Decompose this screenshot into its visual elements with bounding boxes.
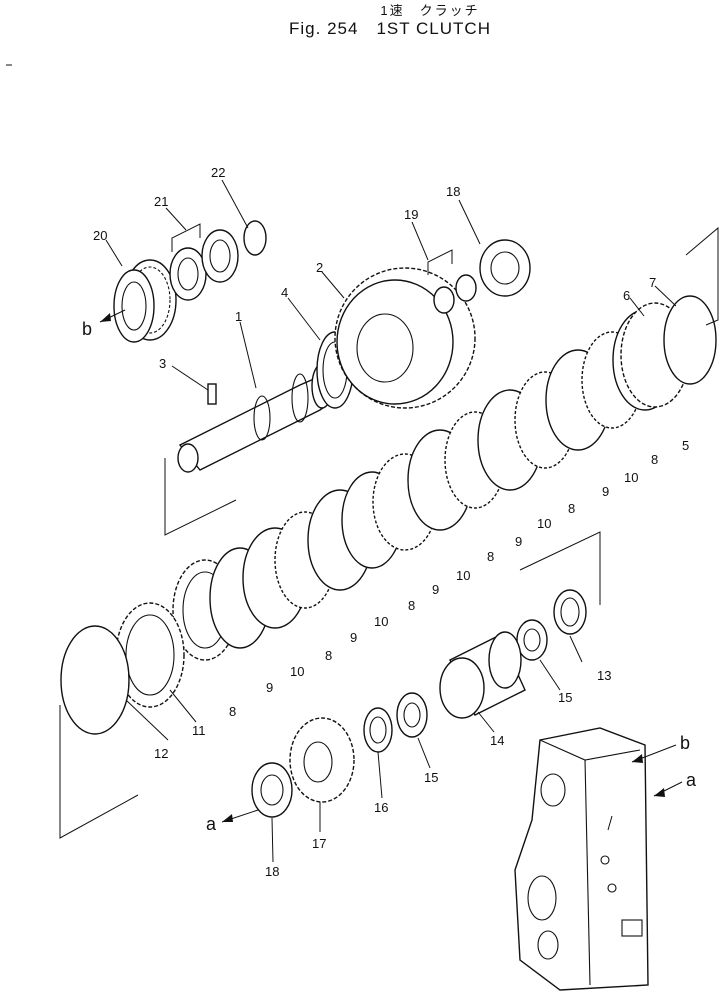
part-22-snap-ring [243,220,267,256]
part-1-shaft [177,363,341,473]
label-16: 16 [374,800,388,815]
arrow-label-a-bearing: a [206,814,217,834]
label-4: 4 [281,285,288,300]
clutch-plates-stack [172,309,678,661]
label-8-6: 8 [229,704,236,719]
label-10-4: 10 [374,614,388,629]
label-12: 12 [154,746,168,761]
arrow-label-b-shaft: b [82,319,92,339]
part-7-snap-ring [663,295,717,385]
part-17-gear [289,717,355,803]
group-bracket-lines [59,223,719,839]
arrow-b-housing [631,744,677,763]
arrow-a-bearing [221,809,259,823]
label-8-1: 8 [651,452,658,467]
part-18-bearing-top [479,239,531,297]
part-labels: 22 21 20 18 19 2 4 1 3 6 7 5 8 10 9 8 10… [82,165,697,879]
label-18-bottom: 18 [265,864,279,879]
label-20: 20 [93,228,107,243]
label-11: 11 [192,723,206,738]
label-9-4: 9 [350,630,357,645]
label-19: 19 [404,207,418,222]
label-9-5: 9 [266,680,273,695]
label-13: 13 [597,668,611,683]
transmission-housing [514,727,649,991]
part-16-washer [363,707,393,753]
label-1: 1 [235,309,242,324]
label-10-5: 10 [290,664,304,679]
part-12-snap-ring [60,625,130,735]
part-18-bearing-bottom [251,762,293,818]
label-8-2: 8 [568,501,575,516]
label-9-1: 9 [602,484,609,499]
part-15-bearing-upper [516,619,548,661]
label-17: 17 [312,836,326,851]
label-10-1: 10 [624,470,638,485]
part-15-bearing-lower [396,692,428,738]
label-10-3: 10 [456,568,470,583]
label-8-3: 8 [487,549,494,564]
part-3-pin [207,383,217,405]
japanese-title: 1速 クラッチ [380,3,480,18]
label-2: 2 [316,260,323,275]
label-7: 7 [649,275,656,290]
label-9-2: 9 [515,534,522,549]
part-2-clutch-hub [334,267,476,409]
label-15-lower: 15 [424,770,438,785]
part-21-bearings [169,229,239,301]
label-8-4: 8 [408,598,415,613]
label-3: 3 [159,356,166,371]
arrow-a-housing [653,781,683,797]
label-14: 14 [490,733,504,748]
label-22: 22 [211,165,225,180]
part-20-gear [113,259,177,343]
label-9-3: 9 [432,582,439,597]
label-10-2: 10 [537,516,551,531]
arrow-label-b-housing: b [680,733,690,753]
arrow-b-shaft [99,309,126,323]
leader-lines [105,179,677,863]
label-6: 6 [623,288,630,303]
part-11-plate [115,602,185,708]
label-5: 5 [682,438,689,453]
label-18-top: 18 [446,184,460,199]
label-8-5: 8 [325,648,332,663]
part-14-hub [439,631,526,719]
part-19-rings [433,274,477,314]
figure-title: Fig. 254 1ST CLUTCH [289,19,491,38]
label-21: 21 [154,194,168,209]
part-13-washer [553,589,587,635]
arrow-label-a-housing: a [686,770,697,790]
label-15-upper: 15 [558,690,572,705]
